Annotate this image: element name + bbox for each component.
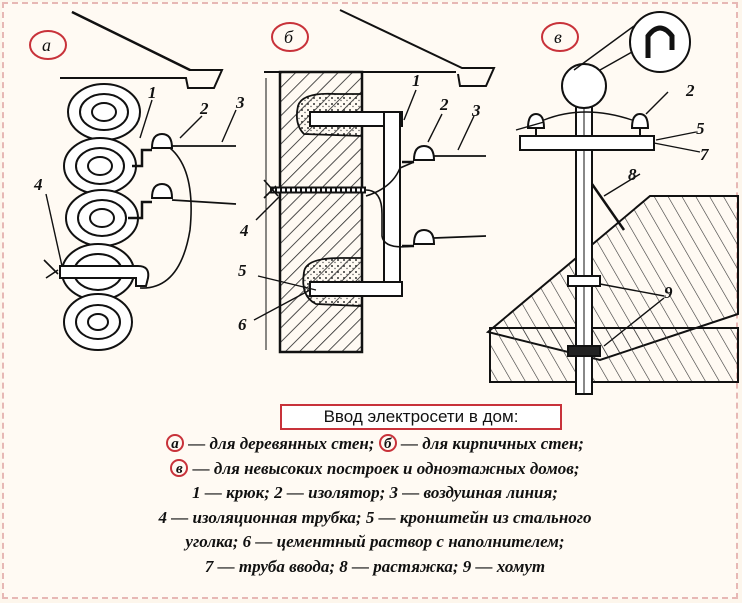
legend-line-4: 4 — изоляционная трубка; 5 — кронштейн и…	[158, 507, 592, 527]
label-v-9: 9	[664, 283, 673, 302]
label-v-8: 8	[628, 165, 637, 184]
label-a-2: 2	[199, 99, 209, 118]
legend: а — для деревянных стен; б — для кирпичн…	[30, 432, 720, 579]
label-v-2: 2	[685, 81, 695, 100]
label-b-1: 1	[412, 71, 421, 90]
diagram-illustration: а б в 1 2 3 4 1 2 3 4 5 6 2 5 7 8 9	[29, 9, 739, 395]
legend-marker-a: а	[166, 434, 185, 452]
label-a-4: 4	[33, 175, 43, 194]
log-stack	[61, 83, 141, 351]
label-b-6: 6	[238, 315, 247, 334]
panel-b-brick-wall	[253, 9, 496, 354]
legend-line-5: уголка; 6 — цементный раствор с наполнит…	[185, 532, 565, 551]
label-b-2: 2	[439, 95, 449, 114]
label-b-3: 3	[471, 101, 481, 120]
legend-line-1: а — для деревянных стен; б — для кирпичн…	[30, 432, 720, 457]
legend-marker-b: б	[378, 434, 397, 452]
label-a-3: 3	[235, 93, 245, 112]
legend-marker-v: в	[170, 458, 189, 477]
panel-letter-b: б	[284, 27, 294, 47]
label-b-5: 5	[238, 261, 247, 280]
legend-line-6: 7 — труба ввода; 8 — растяжка; 9 — хомут	[204, 556, 546, 576]
panel-letter-a: а	[42, 35, 51, 55]
panel-a-wooden-wall	[43, 10, 237, 351]
label-v-7: 7	[700, 145, 710, 164]
legend-line-2: в — для невысоких построек и одноэтажных…	[30, 457, 720, 482]
caption-title: Ввод электросети в дом:	[280, 404, 562, 430]
panel-letter-rings	[29, 22, 579, 60]
label-a-1: 1	[148, 83, 157, 102]
label-b-4: 4	[239, 221, 249, 240]
panel-v-low-building	[485, 11, 739, 395]
legend-line-3: 1 — крюк; 2 — изолятор; 3 — воздушная ли…	[192, 483, 558, 502]
label-v-5: 5	[696, 119, 705, 138]
panel-letter-v: в	[554, 27, 562, 47]
